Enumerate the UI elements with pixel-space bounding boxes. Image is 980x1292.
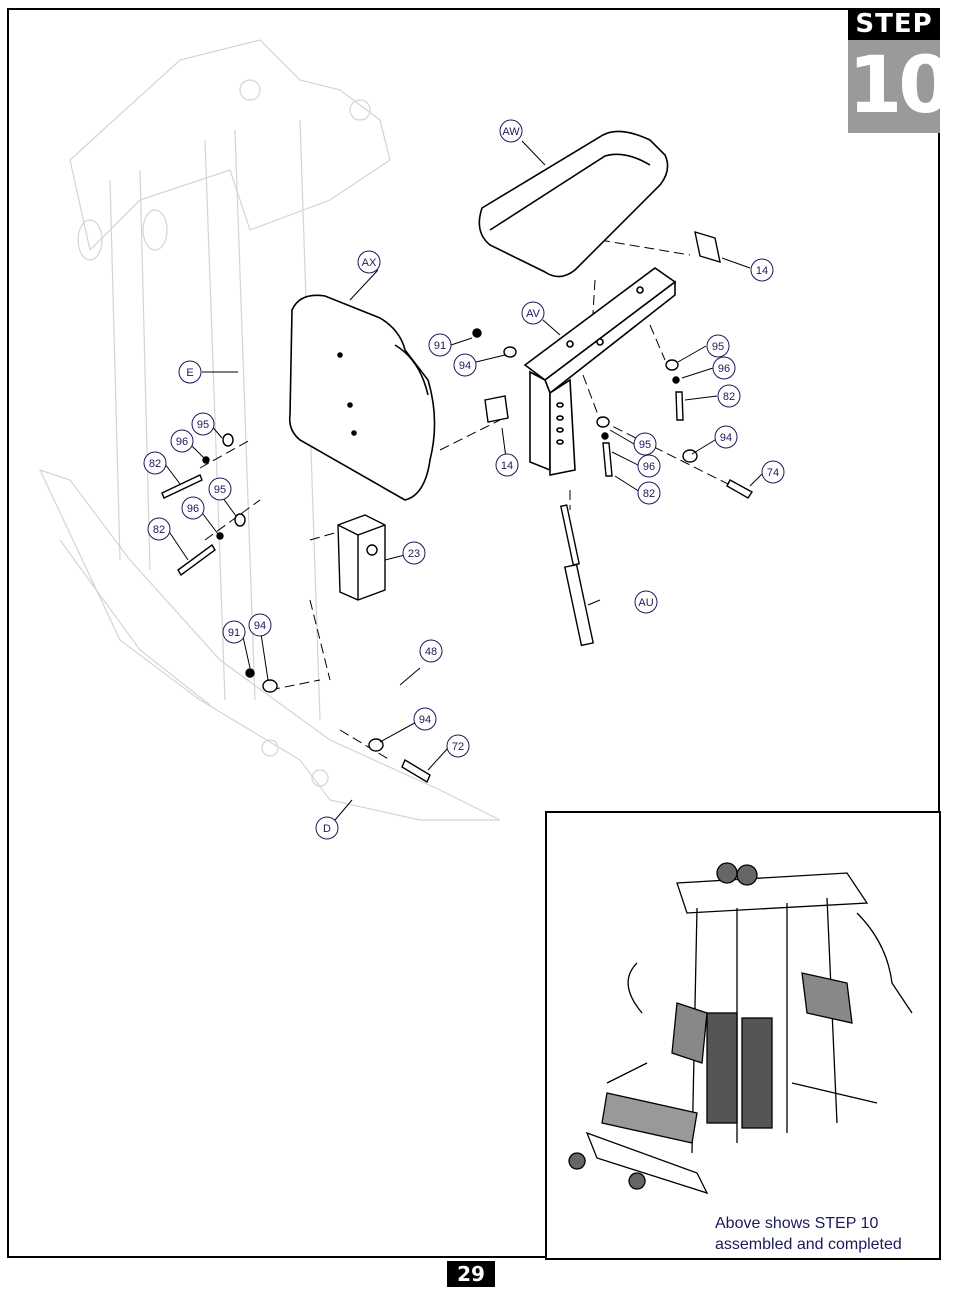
callout-82-left-bottom: 82 xyxy=(153,524,165,536)
page-number: 29 xyxy=(447,1261,495,1287)
callout-94-right: 94 xyxy=(720,432,732,444)
completed-assembly-inset: Above shows STEP 10 assembled and comple… xyxy=(545,811,941,1260)
callout-91-bottom: 91 xyxy=(228,627,240,639)
end-caps-14 xyxy=(484,230,721,423)
callout-au: AU xyxy=(638,597,653,609)
callout-labels: AW AX AV AU E D 14 14 23 48 91 94 95 96 … xyxy=(149,126,779,835)
inset-caption-line-2: assembled and completed xyxy=(715,1236,902,1253)
gas-spring-au xyxy=(559,504,595,647)
pad-ax xyxy=(288,294,436,501)
callout-94-bottom: 94 xyxy=(419,714,431,726)
callout-94-left-bottom: 94 xyxy=(254,620,266,632)
assembly-dashed-lines xyxy=(199,239,741,761)
callout-72: 72 xyxy=(452,741,464,753)
callout-95-left-top: 95 xyxy=(197,419,209,431)
callout-82-right-mid: 82 xyxy=(643,488,655,500)
bracket-23 xyxy=(337,514,386,601)
page-frame xyxy=(7,8,940,1258)
callout-23: 23 xyxy=(408,548,420,560)
callout-leaders xyxy=(164,140,763,821)
callout-14-bottom: 14 xyxy=(501,460,513,472)
callout-e: E xyxy=(186,367,193,379)
callout-96-left-top: 96 xyxy=(176,436,188,448)
ghost-frame xyxy=(38,39,501,821)
step-badge: STEP 10 xyxy=(848,8,953,133)
callout-82-right-top: 82 xyxy=(723,391,735,403)
completed-gym-illustration xyxy=(568,862,913,1195)
callout-94-top: 94 xyxy=(459,360,471,372)
frame-av xyxy=(523,267,677,476)
bolts xyxy=(161,391,754,784)
inset-caption-line-1: Above shows STEP 10 xyxy=(715,1215,879,1232)
callout-96-right-mid: 96 xyxy=(643,461,655,473)
callout-circles xyxy=(143,119,785,840)
callout-95-left-bottom: 95 xyxy=(214,484,226,496)
callout-91-top: 91 xyxy=(434,340,446,352)
callout-95-right-top: 95 xyxy=(712,341,724,353)
callout-d: D xyxy=(323,823,331,835)
washers-nuts xyxy=(202,328,698,752)
callout-av: AV xyxy=(526,308,541,320)
callout-96-right-top: 96 xyxy=(718,363,730,375)
callout-ax: AX xyxy=(362,257,377,269)
step-label: STEP xyxy=(848,8,940,40)
callout-48: 48 xyxy=(425,646,437,658)
callout-95-right-mid: 95 xyxy=(639,439,651,451)
pad-aw xyxy=(478,130,669,278)
callout-aw: AW xyxy=(502,126,520,138)
callout-74: 74 xyxy=(767,467,779,479)
callout-14-top: 14 xyxy=(756,265,768,277)
step-number: 10 xyxy=(848,40,953,133)
callout-82-left-top: 82 xyxy=(149,458,161,470)
inset-caption: Above shows STEP 10 assembled and comple… xyxy=(715,1213,937,1255)
callout-96-left-bottom: 96 xyxy=(187,503,199,515)
